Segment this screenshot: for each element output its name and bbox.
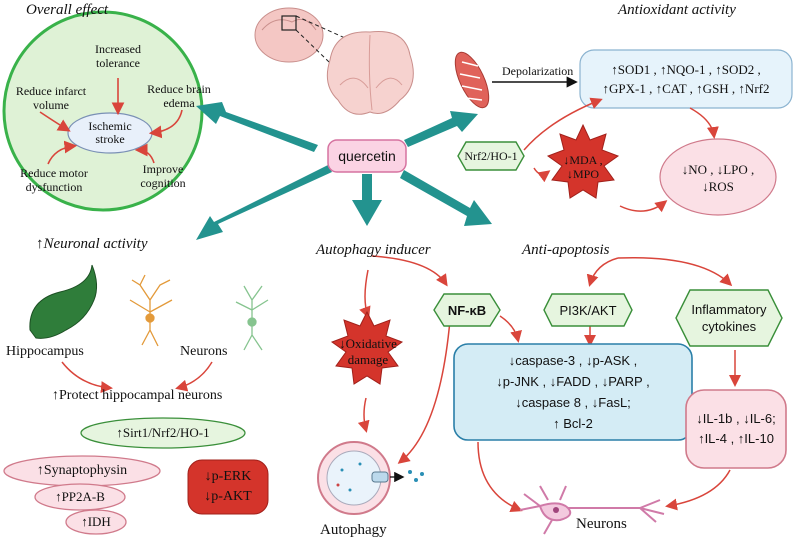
nfkb-hexagon	[433, 293, 501, 327]
pi3k-hexagon	[543, 293, 633, 327]
hippocampus-illustration	[29, 264, 98, 339]
label-interleukins: ↓IL-1b , ↓IL-6;↑IL-4 , ↑IL-10	[696, 411, 776, 446]
quercetin-box	[327, 139, 407, 173]
teal-arrow-s	[352, 174, 382, 226]
interleukin-box	[685, 389, 787, 469]
nrf2-hexagon	[457, 141, 525, 171]
autophagy-cell-illustration	[317, 441, 424, 515]
label-nrf2-ho1: Nrf2/HO-1	[464, 148, 518, 163]
label-no-lpo-ros: ↓NO , ↓LPO ,↓ROS	[681, 162, 755, 194]
label-sirt1: ↑Sirt1/Nrf2/HO-1	[116, 425, 210, 440]
teal-arrow-ne	[404, 111, 478, 147]
title-autophagy-inducer: Autophagy inducer	[316, 242, 431, 258]
label-mda-mpo: ↓MDA ,↓MPO	[563, 153, 603, 181]
orange-neuron-illustration	[129, 274, 173, 347]
label-perk-pakt: ↓p-ERK↓p-AKT	[204, 469, 252, 504]
green-neuron-illustration	[235, 285, 269, 351]
mitochondrion-illustration	[454, 51, 490, 109]
title-anti-apoptosis: Anti-apoptosis	[522, 242, 610, 258]
inflammatory-hexagon	[675, 289, 783, 347]
label-protect-hippocampal-neurons: ↑Protect hippocampal neurons	[52, 388, 223, 403]
arrow-motor	[47, 140, 78, 165]
arrow-infarct	[39, 111, 71, 132]
antioxidant-enzyme-text: ↑SOD1 , ↑NQO-1 , ↑SOD2 ,↑GPX-1 , ↑CAT , …	[602, 62, 770, 96]
label-nfkb: NF-κB	[447, 302, 487, 318]
sirt1-ellipse	[80, 417, 246, 449]
idh-ellipse	[65, 509, 127, 535]
teal-arrows	[196, 102, 492, 240]
teal-arrow-sw	[196, 165, 332, 240]
quercetin-label: quercetin	[338, 148, 396, 164]
label-pi3k-akt: PI3K/AKT	[559, 302, 617, 318]
neuron-bottom-illustration	[519, 485, 665, 535]
label-neurons-bottom: Neurons	[576, 516, 627, 532]
title-neuronal-activity: ↑Neuronal activity	[36, 236, 148, 252]
label-hippocampus: Hippocampus	[6, 344, 84, 359]
caspase-box	[453, 343, 693, 441]
label-idh: ↑IDH	[81, 514, 111, 529]
label-synaptophysin: ↑Synaptophysin	[36, 463, 128, 478]
teal-arrow-se	[400, 170, 492, 226]
label-neurons: Neurons	[180, 344, 228, 359]
oxidative-damage-star	[330, 310, 404, 385]
antioxidant-enzyme-box	[579, 49, 793, 109]
pp2a-ellipse	[34, 483, 126, 511]
label-autophagy: Autophagy	[320, 522, 387, 538]
label-depolarization: Depolarization	[502, 64, 574, 78]
no-lpo-ellipse	[659, 138, 777, 216]
label-caspase-list: ↓caspase-3 , ↓p-ASK , ↓p-JNK , ↓FADD , ↓…	[496, 353, 650, 431]
teal-arrow-nw	[196, 102, 318, 152]
mda-star	[546, 123, 620, 199]
title-antioxidant-activity: Antioxidant activity	[618, 2, 736, 18]
arrow-cognition	[134, 143, 155, 164]
title-overall-effect: Overall effect	[26, 2, 109, 18]
arrow-edema	[148, 109, 183, 139]
perk-pakt-box	[187, 459, 269, 515]
brain-illustration	[254, 7, 414, 115]
label-pp2a: ↑PP2A-B	[55, 489, 105, 504]
